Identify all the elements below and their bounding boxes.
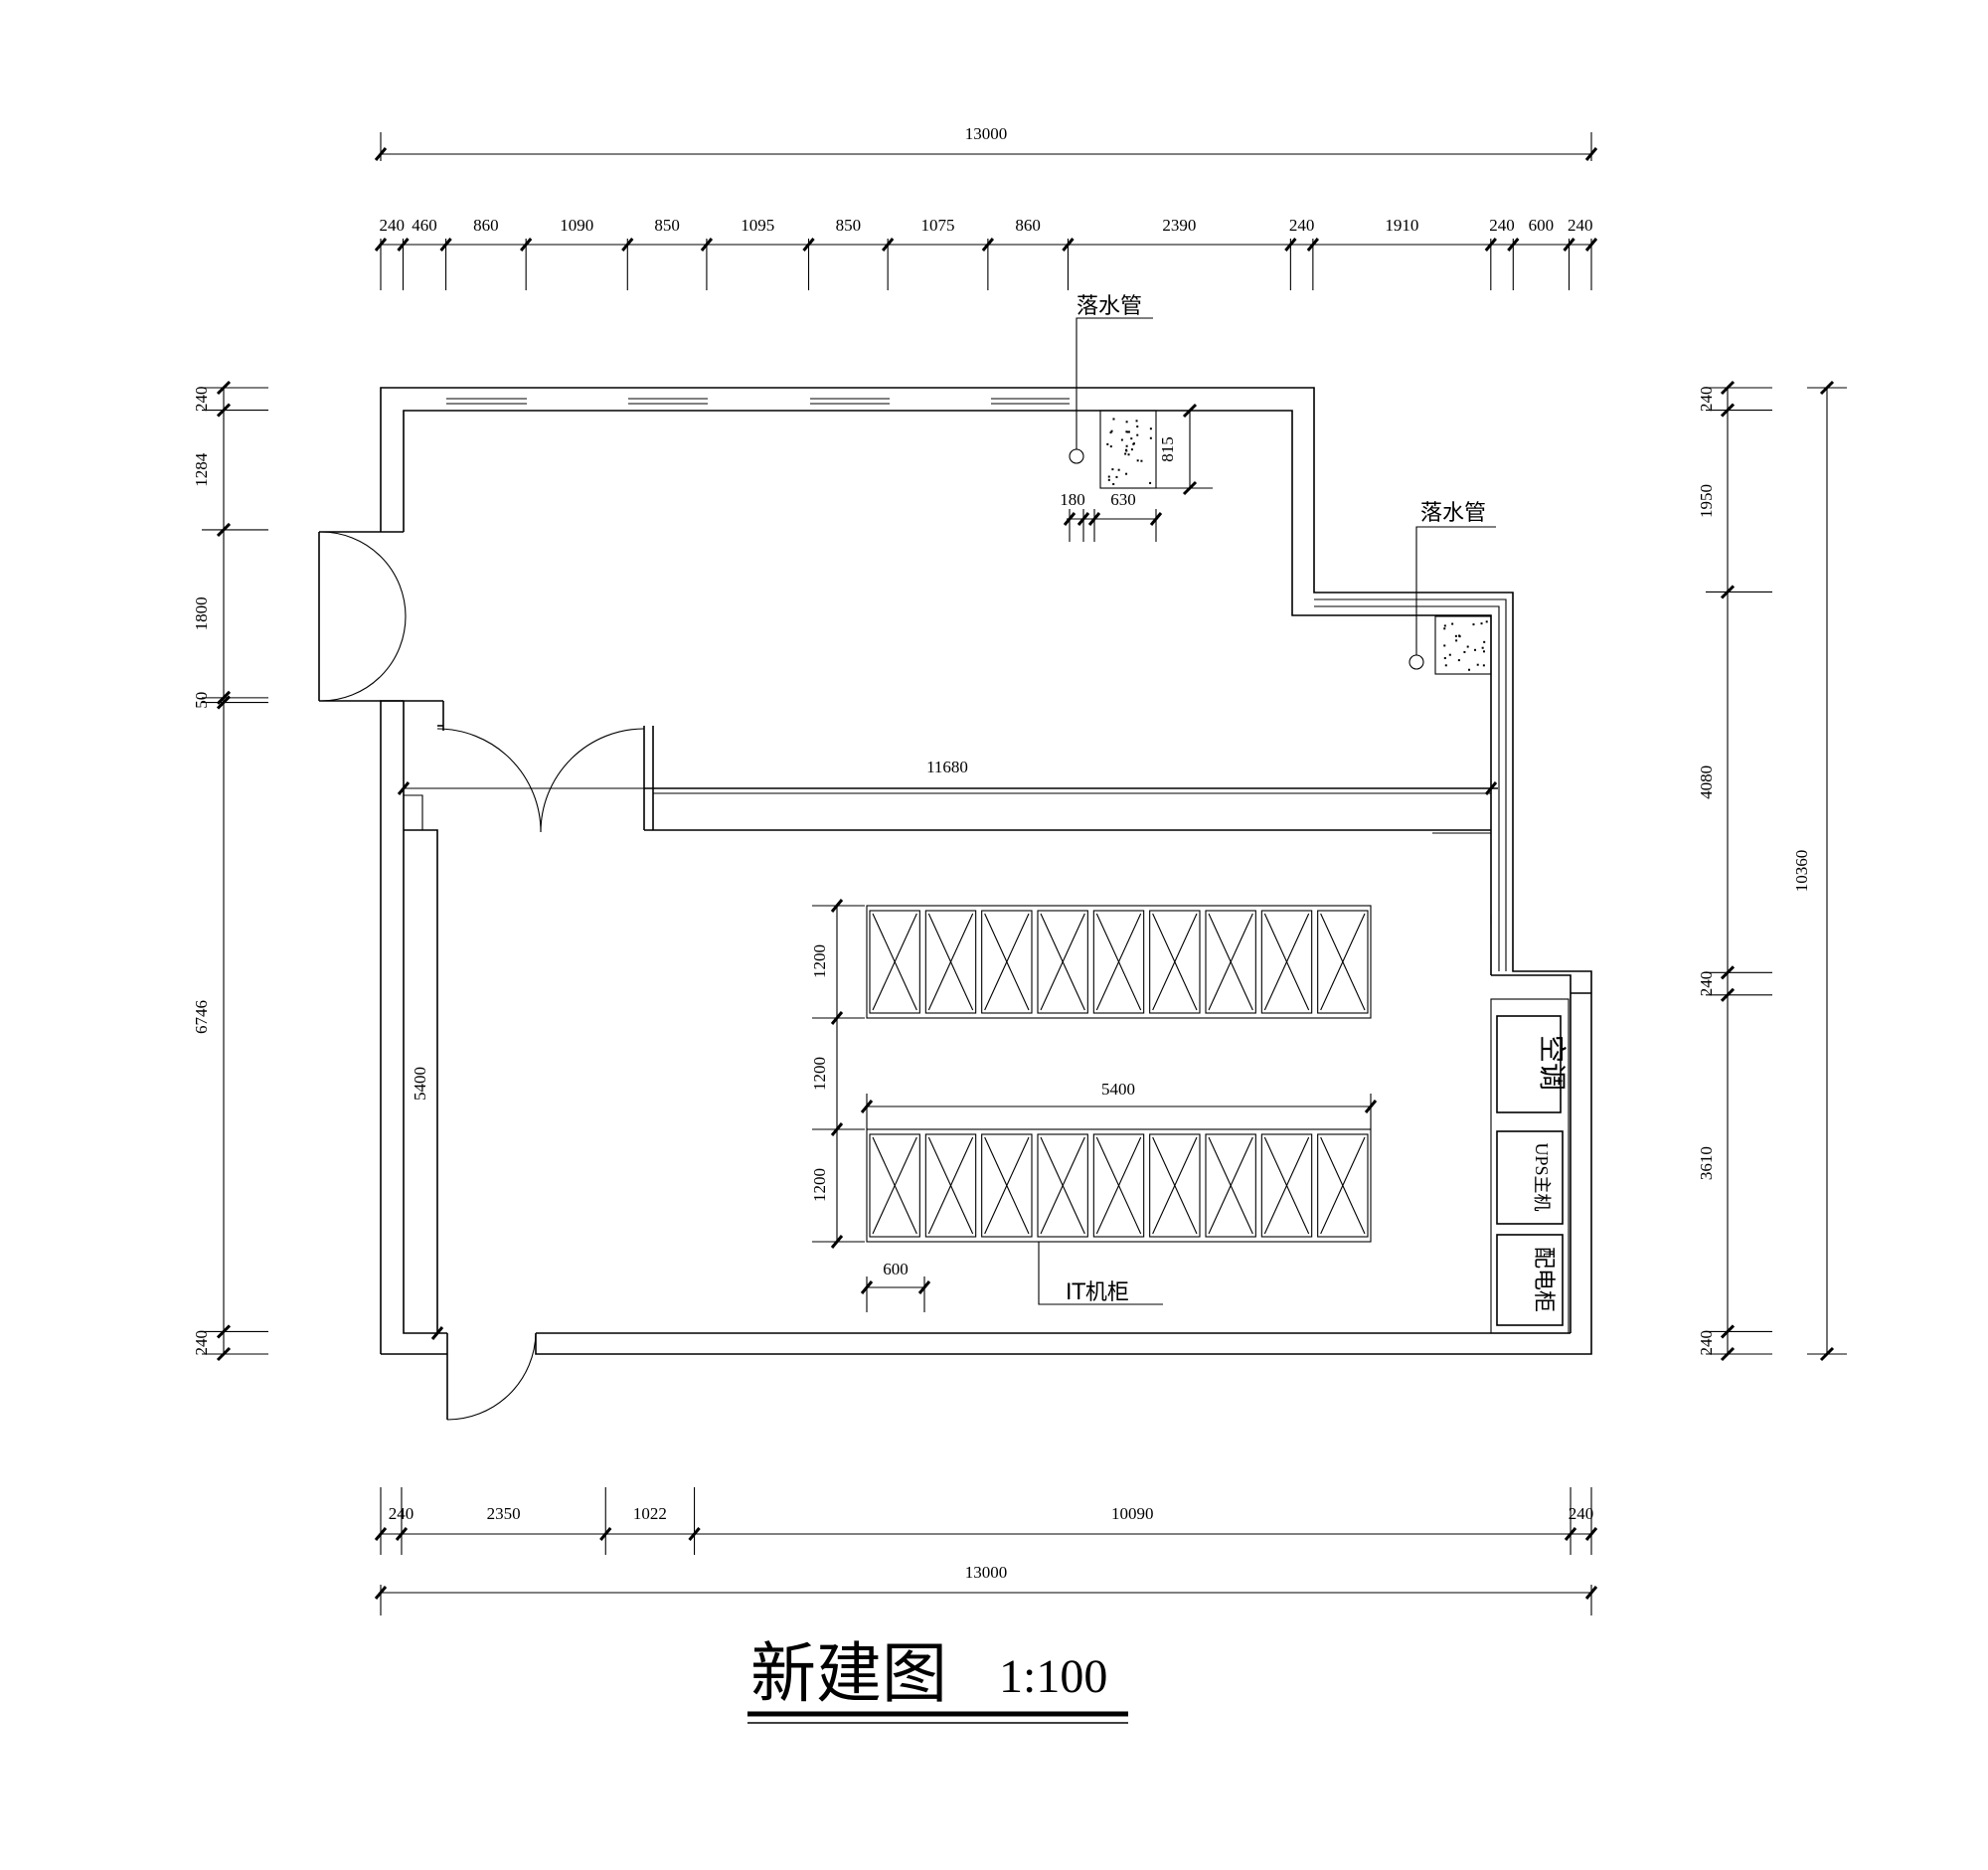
it-rack-cabinet xyxy=(1260,1133,1313,1238)
shaft-width-dim: 630 xyxy=(1110,490,1136,509)
it-rack-cabinet xyxy=(1092,1133,1145,1238)
left-segment-labels: 240 1284 1800 50 6746 240 xyxy=(192,387,211,1356)
right-segment-dim: 240 xyxy=(1697,971,1716,997)
inner-width-tick-right xyxy=(1484,781,1498,795)
top-dimension-lines xyxy=(374,132,1598,290)
bottom-segment-dim: 10090 xyxy=(1111,1504,1154,1523)
bottom-segment-dim: 240 xyxy=(1569,1504,1594,1523)
ac-unit-box xyxy=(1496,1015,1562,1113)
inner-left-tick xyxy=(430,1326,444,1340)
right-dimension-lines xyxy=(1706,380,1847,1362)
ac-unit-label: 空调 xyxy=(1536,1035,1569,1091)
bottom-segment-dim: 1022 xyxy=(633,1504,667,1523)
right-total-dim: 10360 xyxy=(1792,850,1811,893)
downpipe-1-icon xyxy=(1069,448,1084,464)
it-rack-group xyxy=(866,905,1372,1243)
left-dimension-lines xyxy=(202,380,268,1362)
top-segment-dim: 1090 xyxy=(560,216,593,235)
top-segment-dim: 240 xyxy=(379,216,405,235)
ups-host-box xyxy=(1496,1130,1564,1225)
shaft-right xyxy=(1408,526,1496,675)
right-segment-dim: 240 xyxy=(1697,387,1716,413)
downpipe-2-label: 落水管 xyxy=(1420,501,1486,526)
shaft-dimensions xyxy=(1063,403,1213,542)
it-rack-cabinet xyxy=(1037,910,1088,1014)
it-cabinet-label: IT机柜 xyxy=(1066,1280,1129,1305)
top-segment-dim: 860 xyxy=(473,216,499,235)
it-rack-cabinet xyxy=(1205,1133,1256,1238)
rack-row1-depth-dim: 1200 xyxy=(810,944,829,978)
doors xyxy=(318,531,645,1421)
top-segment-dim: 600 xyxy=(1529,216,1555,235)
rack-aisle-dim: 1200 xyxy=(810,1057,829,1091)
it-rack-cabinet xyxy=(1092,910,1145,1014)
it-rack-cabinet xyxy=(924,910,977,1014)
rack-unit-width-dim: 600 xyxy=(883,1260,909,1278)
left-segment-dim: 6746 xyxy=(192,1000,211,1034)
right-segment-dim: 4080 xyxy=(1697,765,1716,799)
downpipe-2-icon xyxy=(1408,654,1424,670)
equipment-column xyxy=(1490,998,1570,1334)
bottom-segment-labels: 240 2350 1022 10090 240 xyxy=(389,1504,1594,1523)
top-segment-labels: 240 460 860 1090 850 1095 850 1075 860 2390 240 191… xyxy=(379,216,1592,235)
left-segment-dim: 240 xyxy=(192,387,211,413)
top-total-dim: 13000 xyxy=(965,124,1008,143)
top-segment-dim: 1075 xyxy=(921,216,955,235)
inner-width-tick-left xyxy=(397,781,411,795)
drawing-scale: 1:100 xyxy=(999,1650,1107,1703)
it-rack-cabinet xyxy=(981,910,1033,1014)
power-cabinet-label: 配电柜 xyxy=(1531,1247,1556,1312)
left-segment-dim: 1800 xyxy=(192,596,211,630)
right-segment-dim: 1950 xyxy=(1697,484,1716,518)
rack-row2-depth-dim: 1200 xyxy=(810,1168,829,1202)
power-cabinet-box xyxy=(1496,1234,1564,1326)
top-segment-dim: 240 xyxy=(1489,216,1515,235)
top-segment-dim: 860 xyxy=(1015,216,1041,235)
it-rack-cabinet xyxy=(1149,910,1201,1014)
rack-dimensions xyxy=(812,899,1378,1312)
bottom-segment-dim: 240 xyxy=(389,1504,414,1523)
right-segment-dim: 240 xyxy=(1697,1330,1716,1356)
it-rack-cabinet xyxy=(1317,910,1369,1014)
building-walls xyxy=(380,387,1592,1355)
left-segment-dim: 240 xyxy=(192,1330,211,1356)
it-rack-cabinet xyxy=(1260,910,1313,1014)
bottom-dimension-lines xyxy=(374,1487,1598,1615)
top-segment-dim: 240 xyxy=(1289,216,1315,235)
it-rack-cabinet xyxy=(1037,1133,1088,1238)
downpipe-1-label: 落水管 xyxy=(1077,294,1142,319)
ups-host-label: UPS主机 xyxy=(1532,1142,1552,1211)
top-segment-dim: 240 xyxy=(1568,216,1593,235)
it-rack-cabinet xyxy=(1149,1133,1201,1238)
bottom-segment-dim: 2350 xyxy=(487,1504,521,1523)
inner-width-dim: 11680 xyxy=(926,758,968,776)
top-segment-dim: 1095 xyxy=(741,216,774,235)
top-segment-dim: 460 xyxy=(412,216,437,235)
it-rack-cabinet xyxy=(869,1133,920,1238)
right-segment-labels: 240 1950 4080 240 3610 240 xyxy=(1697,387,1716,1356)
it-rack-cabinet xyxy=(981,1133,1033,1238)
it-rack-cabinet xyxy=(1205,910,1256,1014)
left-segment-dim: 50 xyxy=(192,692,211,709)
top-segment-dim: 2390 xyxy=(1162,216,1196,235)
it-rack-cabinet xyxy=(869,910,920,1014)
right-segment-dim: 3610 xyxy=(1697,1146,1716,1180)
inner-left-dim: 5400 xyxy=(411,1067,429,1101)
bottom-total-dim: 13000 xyxy=(965,1563,1008,1582)
rack-row-length-dim: 5400 xyxy=(1101,1080,1135,1099)
pipe-offset-dim: 180 xyxy=(1060,490,1085,509)
drawing-title: 新建图 xyxy=(750,1635,947,1712)
shaft-height-dim: 815 xyxy=(1158,436,1177,462)
top-segment-dim: 1910 xyxy=(1385,216,1418,235)
top-segment-dim: 850 xyxy=(654,216,680,235)
shaft-top xyxy=(1069,317,1157,489)
left-segment-dim: 1284 xyxy=(192,452,211,487)
top-segment-dim: 850 xyxy=(836,216,862,235)
it-rack-cabinet xyxy=(924,1133,977,1238)
it-rack-cabinet xyxy=(1317,1133,1369,1238)
